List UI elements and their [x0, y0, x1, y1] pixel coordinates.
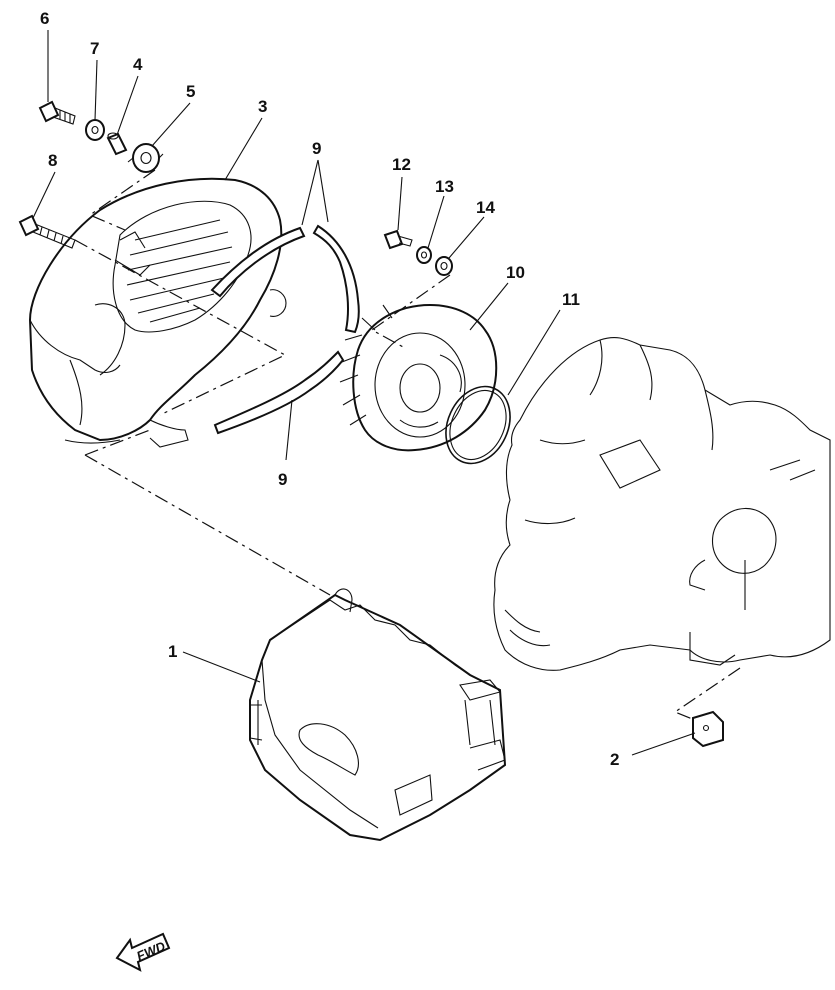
- engine-crankcase: [493, 336, 831, 671]
- part-13-washer: [416, 246, 432, 264]
- part-7-washer: [85, 119, 105, 141]
- part-9-hose-lower: [213, 350, 345, 435]
- part-3-fan-cover: [28, 177, 287, 448]
- callout-12: 12: [392, 155, 411, 174]
- leader-lines: [32, 30, 696, 756]
- callout-2: 2: [610, 750, 619, 769]
- callout-10: 10: [506, 263, 525, 282]
- part-14-nut: [435, 256, 453, 276]
- part-8-screw: [18, 214, 76, 249]
- callout-11: 11: [562, 290, 580, 309]
- callout-3: 3: [258, 97, 267, 116]
- callout-1: 1: [168, 642, 177, 661]
- callout-13: 13: [435, 177, 454, 196]
- part-10-flywheel: [339, 303, 498, 452]
- callout-5: 5: [186, 82, 195, 101]
- part-2-clip: [692, 710, 724, 748]
- part-12-bolt: [383, 229, 413, 250]
- part-1-lower-shroud: [249, 588, 507, 842]
- part-4-collar: [106, 132, 128, 156]
- callout-9-upper: 9: [312, 139, 321, 158]
- part-9-hose-upper: [210, 224, 360, 334]
- callout-7: 7: [90, 39, 99, 58]
- part-6-bolt: [38, 100, 76, 125]
- assembly-lines: [74, 169, 741, 721]
- part-5-grommet: [127, 143, 164, 173]
- fwd-arrow-icon: FWD: [115, 932, 171, 972]
- callout-8: 8: [48, 151, 57, 170]
- callout-6: 6: [40, 9, 49, 28]
- callout-9-lower: 9: [278, 470, 287, 489]
- callout-14: 14: [476, 198, 495, 217]
- callout-4: 4: [133, 55, 143, 74]
- fwd-label: FWD: [134, 938, 168, 964]
- callout-labels: 6 7 4 5 3 8 9 9 12 13 14 10 11 1 2: [40, 9, 619, 769]
- part-11-o-ring: [445, 385, 511, 465]
